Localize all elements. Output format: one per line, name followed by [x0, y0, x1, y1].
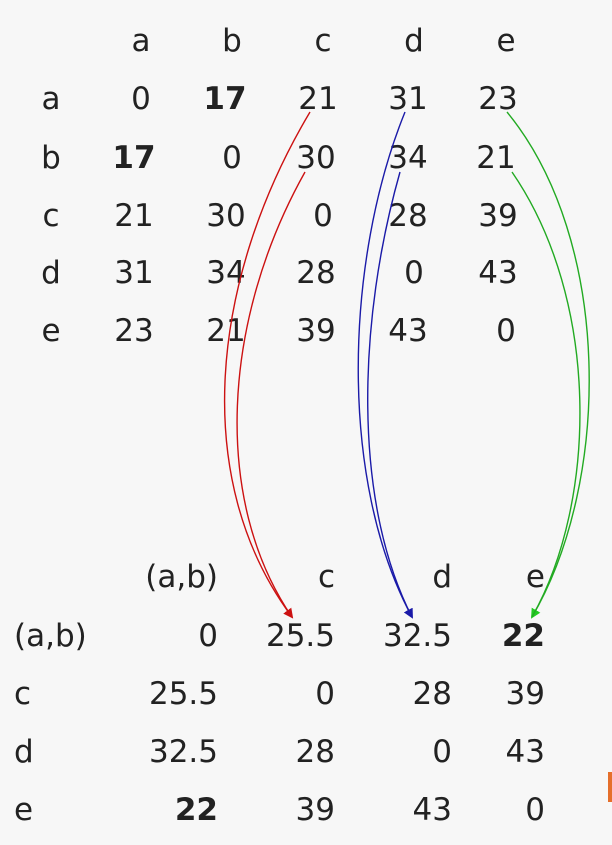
- matrix1-cell-b-d: 34: [388, 140, 428, 176]
- matrix1-cell-b-e: 21: [476, 140, 516, 176]
- matrix1-cell-b-a: 17: [112, 140, 156, 176]
- matrix1-cell-b-c: 30: [296, 140, 336, 176]
- matrix1-cell-d-b: 34: [206, 255, 246, 291]
- matrix2-cell-d-e: 43: [505, 734, 545, 770]
- matrix2-col-header-ab: (a,b): [145, 559, 218, 595]
- matrix1-cell-c-d: 28: [388, 198, 428, 234]
- matrix2-cell-ab-d: 32.5: [382, 618, 452, 654]
- matrix2-cell-c-e: 39: [505, 676, 545, 712]
- matrix2-cell-c-ab: 25.5: [148, 676, 218, 712]
- matrix1-cell-a-d: 31: [388, 81, 428, 117]
- matrix1-cell-a-e: 23: [478, 81, 518, 117]
- matrix1-row-label-c: c: [42, 198, 60, 234]
- matrix1-cell-c-e: 39: [478, 198, 518, 234]
- matrix1-cell-e-c: 39: [296, 313, 336, 349]
- matrix1-cell-e-b: 21: [206, 313, 246, 349]
- matrix2-cell-ab-e: 22: [501, 618, 545, 654]
- matrix2-cell-ab-c: 25.5: [265, 618, 335, 654]
- matrix1-cell-a-a: 0: [131, 81, 151, 117]
- window-edge-strip: [608, 772, 612, 802]
- matrix1-col-header-c: c: [314, 23, 332, 59]
- matrix2-cell-d-ab: 32.5: [148, 734, 218, 770]
- matrix2-cell-e-d: 43: [412, 792, 452, 828]
- matrix2-cell-e-ab: 22: [174, 792, 218, 828]
- matrix2-col-header-d: d: [432, 559, 452, 595]
- matrix1-row-label-a: a: [41, 81, 61, 117]
- matrix1-cell-d-c: 28: [296, 255, 336, 291]
- matrix2-row-label-ab: (a,b): [14, 618, 87, 654]
- matrix1-cell-d-e: 43: [478, 255, 518, 291]
- matrix1-col-header-a: a: [131, 23, 151, 59]
- matrix1-cell-a-c: 21: [298, 81, 338, 117]
- matrix1-cell-d-d: 0: [404, 255, 424, 291]
- matrix1-col-header-d: d: [404, 23, 424, 59]
- matrix1-cell-c-b: 30: [206, 198, 246, 234]
- arrow-red-from-a-c: [223, 111, 311, 619]
- matrix2-col-header-c: c: [317, 559, 335, 595]
- matrix1-cell-a-b: 17: [203, 81, 247, 117]
- matrix2-cell-d-c: 28: [295, 734, 335, 770]
- matrix1-cell-e-a: 23: [114, 313, 154, 349]
- matrix1-cell-c-c: 0: [313, 198, 333, 234]
- matrix2-cell-d-d: 0: [432, 734, 452, 770]
- matrix1-col-header-e: e: [496, 23, 516, 59]
- matrix1-row-label-e: e: [41, 313, 61, 349]
- matrix1-cell-e-d: 43: [388, 313, 428, 349]
- arrow-blue-from-a-d: [357, 111, 413, 619]
- matrix2-cell-e-c: 39: [295, 792, 335, 828]
- matrix2-cell-c-c: 0: [315, 676, 335, 712]
- matrix2-cell-e-e: 0: [525, 792, 545, 828]
- matrix1-row-label-d: d: [41, 255, 61, 291]
- matrix1-cell-b-b: 0: [222, 140, 242, 176]
- arrow-green-from-b-e: [511, 171, 581, 618]
- matrix2-row-label-e: e: [14, 792, 34, 828]
- matrix1-cell-e-e: 0: [496, 313, 516, 349]
- matrix2-row-label-c: c: [14, 676, 32, 712]
- matrix1-col-header-b: b: [222, 23, 242, 59]
- matrix2-col-header-e: e: [525, 559, 545, 595]
- arrow-green-from-a-e: [506, 111, 590, 619]
- arrow-red-from-b-c: [236, 171, 306, 618]
- matrix1-cell-d-a: 31: [114, 255, 154, 291]
- matrix2-cell-c-d: 28: [412, 676, 452, 712]
- matrix2-cell-ab-ab: 0: [198, 618, 218, 654]
- matrix1-cell-c-a: 21: [114, 198, 154, 234]
- matrix1-row-label-b: b: [41, 140, 61, 176]
- matrix2-row-label-d: d: [14, 734, 34, 770]
- arrow-blue-from-b-d: [367, 171, 413, 618]
